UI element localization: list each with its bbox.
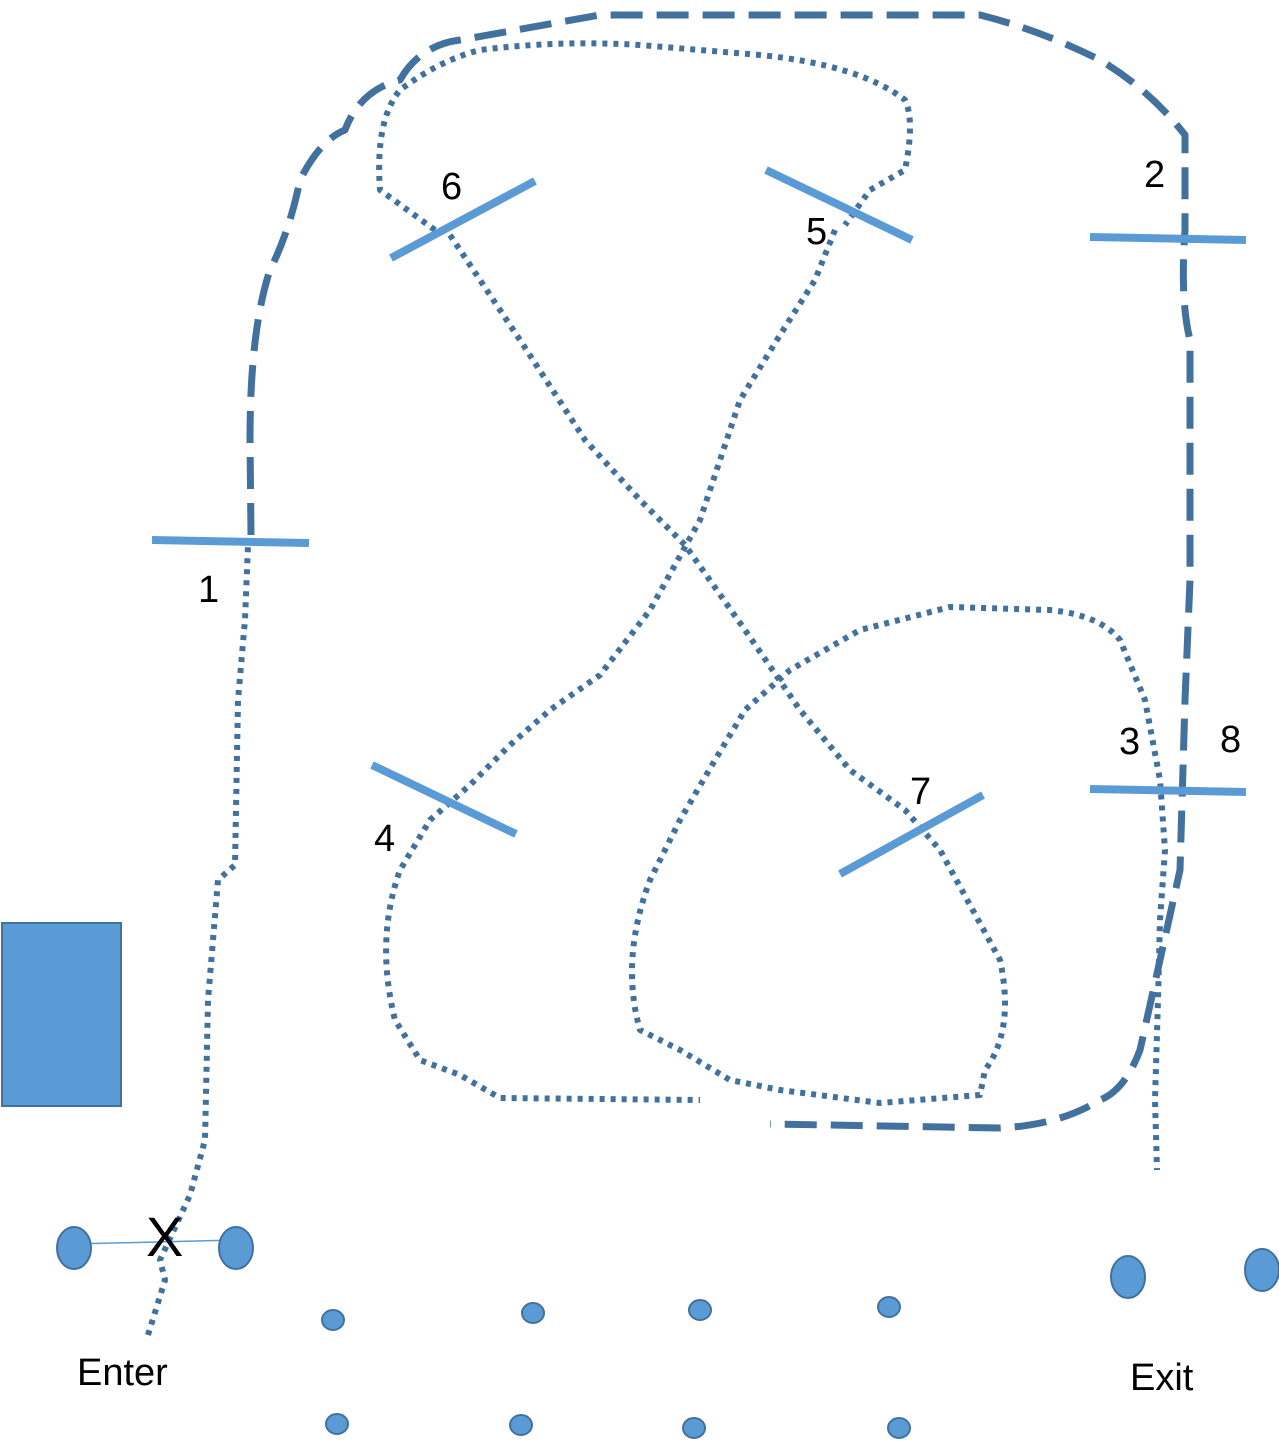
exit-cone-right [1244, 1248, 1279, 1292]
start-line [73, 1239, 237, 1245]
small-cone [682, 1417, 706, 1439]
gate-3-label: 3 [1119, 721, 1140, 763]
small-cone [509, 1414, 533, 1436]
parking-block [1, 922, 122, 1107]
small-cone [887, 1417, 911, 1439]
gate-4-label: 4 [374, 818, 395, 860]
gate-6-label: 6 [441, 166, 462, 208]
gate-3-8-bar [1089, 785, 1247, 796]
start-marker: X [146, 1205, 183, 1268]
gate-5-bar [764, 166, 914, 244]
small-cone [688, 1299, 712, 1321]
exit-label: Exit [1130, 1357, 1194, 1399]
gate-7-bar [838, 791, 985, 878]
small-cone [877, 1296, 901, 1318]
gate-7-label: 7 [910, 771, 931, 813]
gate-2-label: 2 [1144, 154, 1165, 196]
gate-5-label: 5 [806, 211, 827, 253]
gate-1-label: 1 [198, 569, 219, 611]
enter-label: Enter [77, 1352, 168, 1394]
dashed-route [246, 11, 1194, 1132]
small-cone [521, 1302, 545, 1324]
gate-4-bar [370, 761, 518, 838]
start-cone-right [218, 1226, 254, 1270]
gate-1-bar [151, 536, 310, 547]
small-cone [325, 1413, 349, 1435]
gate-6-bar [389, 177, 537, 262]
dotted-route-diagonal-b [383, 228, 838, 1103]
gate-8-label: 8 [1220, 719, 1241, 761]
gate-2-bar [1089, 233, 1247, 244]
small-cone [321, 1309, 345, 1331]
exit-cone-left [1110, 1255, 1146, 1299]
dotted-route-diagonal-a [447, 233, 1168, 1171]
start-cone-left [56, 1226, 92, 1270]
